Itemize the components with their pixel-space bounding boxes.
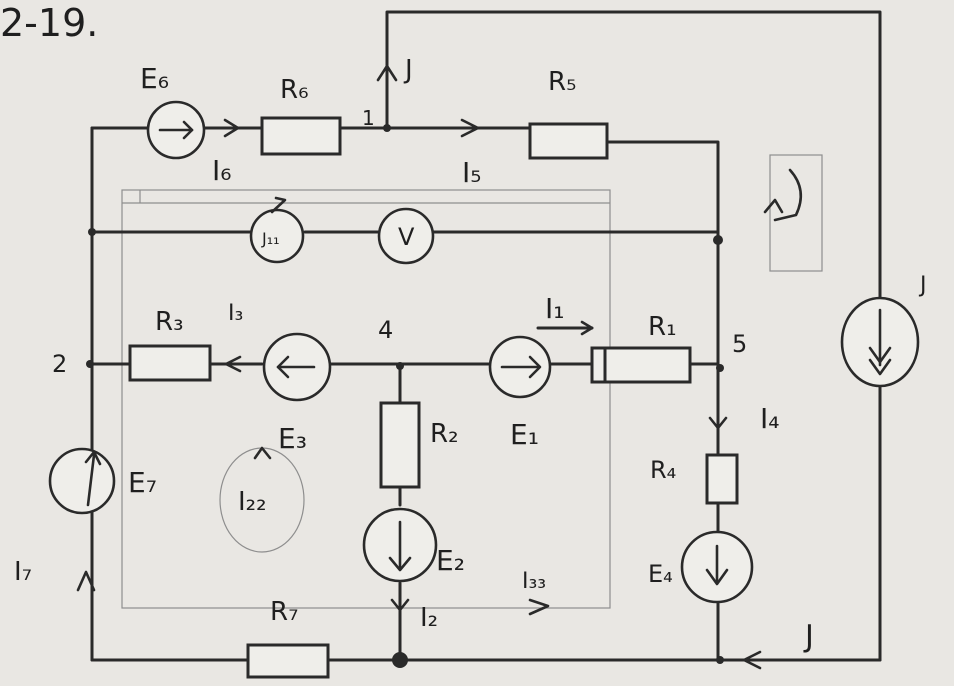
loop-current-i22: [219, 446, 305, 553]
label-r3: R₃: [155, 307, 184, 337]
arrow-i2: [390, 598, 410, 612]
arrow-j-bottom: [742, 650, 762, 670]
arrow-i7: [76, 570, 96, 592]
node-dot-bottom-right: [716, 656, 724, 664]
label-node-1: 1: [362, 106, 375, 130]
loop-outline-inner: [121, 189, 611, 609]
arrow-i5: [460, 118, 480, 138]
node-dot-2: [86, 360, 94, 368]
loop-current-j11-arrow: [270, 196, 287, 214]
arrow-i4: [708, 416, 728, 430]
arrow-i3: [224, 355, 242, 373]
label-r1: R₁: [648, 312, 677, 342]
label-voltmeter: V: [398, 223, 415, 251]
label-e3: E₃: [278, 422, 307, 455]
circuit-wires: [90, 10, 882, 662]
loop-current-right-arrow: [763, 168, 803, 222]
voltmeter: [377, 207, 435, 265]
node-dot-1: [383, 124, 391, 132]
label-j11: J₁₁: [261, 229, 280, 248]
label-node-4: 4: [378, 316, 393, 344]
current-source-j11: [249, 208, 305, 264]
label-i22: I₂₂: [238, 487, 267, 517]
source-e4: [680, 530, 754, 604]
node-dot-bottom-mid: [392, 652, 408, 668]
label-i2: I₂: [420, 603, 438, 633]
label-i33: I₃₃: [522, 569, 546, 594]
resistor-r1: [590, 346, 692, 384]
label-node-5: 5: [732, 330, 747, 358]
label-i6: I₆: [212, 154, 231, 187]
arrow-e6-i6: [223, 118, 240, 138]
resistor-r7: [246, 643, 330, 679]
label-r5: R₅: [548, 67, 577, 97]
label-r6: R₆: [280, 75, 309, 105]
resistor-r4: [705, 453, 739, 505]
label-r2: R₂: [430, 419, 459, 449]
label-e1: E₁: [510, 418, 539, 451]
arrow-i1: [580, 320, 594, 336]
source-e7: [48, 447, 116, 515]
label-j-top: J: [403, 55, 413, 85]
resistor-r6: [260, 116, 342, 156]
source-e2: [362, 507, 438, 583]
label-r7: R₇: [270, 597, 299, 627]
source-e3: [262, 332, 332, 402]
label-j-bottom: J: [803, 619, 814, 654]
node-dot-left-top: [88, 228, 96, 236]
source-e1: [488, 335, 552, 399]
arrow-i33: [528, 598, 550, 616]
label-j-right: J: [918, 273, 927, 298]
arrow-j-up: [376, 64, 398, 130]
resistor-r5: [528, 122, 609, 160]
label-i1: I₁: [545, 292, 564, 325]
label-i3: I₃: [228, 301, 243, 326]
label-r4: R₄: [650, 456, 676, 484]
node-dot-5: [716, 364, 724, 372]
node-dot-right-top: [713, 235, 723, 245]
source-e6: [146, 100, 206, 160]
loop-outline-right: [769, 154, 823, 272]
label-e4: E₄: [648, 560, 673, 588]
header-label: 2-19.: [0, 1, 98, 45]
label-i4: I₄: [760, 402, 779, 435]
resistor-r2: [379, 401, 421, 489]
label-e7: E₇: [128, 466, 157, 499]
current-source-j-right: [840, 296, 920, 388]
resistor-r3: [128, 344, 212, 382]
label-e2: E₂: [436, 544, 465, 577]
label-node-2: 2: [52, 350, 67, 378]
node-dot-4: [396, 362, 404, 370]
label-i5: I₅: [462, 156, 481, 189]
label-e6: E₆: [140, 62, 169, 95]
label-i7: I₇: [14, 557, 32, 587]
